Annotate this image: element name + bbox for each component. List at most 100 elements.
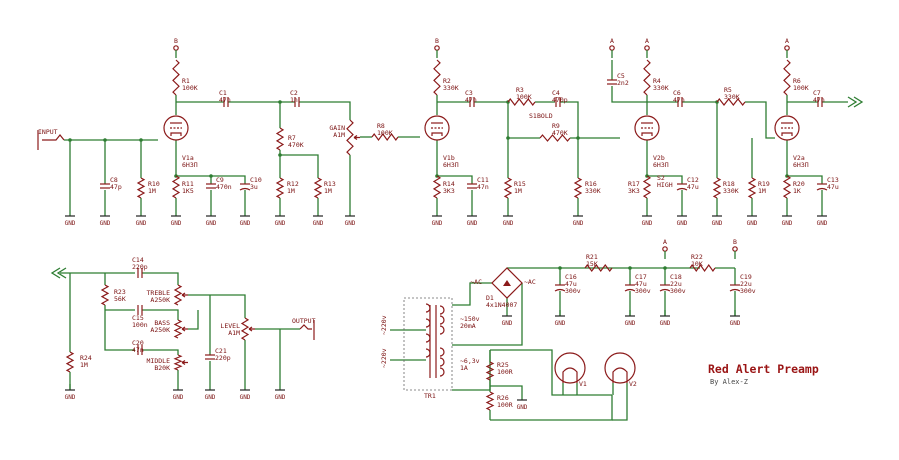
rail-label-a: A <box>663 238 667 246</box>
ground-label: GND <box>660 320 671 327</box>
label-c1-ref: C1 <box>219 89 227 97</box>
resistor-r6 <box>783 59 791 96</box>
ground-label: GND <box>171 220 182 227</box>
label-r3-val1: 100K <box>516 93 532 101</box>
label-r15-val1: 1M <box>514 187 522 195</box>
rail-label-b: B <box>435 37 439 45</box>
potentiometer-gain <box>346 119 354 156</box>
capacitor-c15 <box>137 305 143 315</box>
rail-label-a: A <box>645 37 649 45</box>
ground-label: GND <box>730 320 741 327</box>
label-c3-val1: 47n <box>465 96 477 104</box>
ground-symbol: GND <box>206 210 217 227</box>
hv-secondary-current: 20mA <box>460 322 476 330</box>
ground-symbol: GND <box>642 210 653 227</box>
grounds: GND GND GND B GND GND GND GND GND GND B GND GND GND GN… <box>65 37 828 411</box>
label-middle-ref: MIDDLE <box>147 357 171 365</box>
ground-symbol: GND <box>517 394 528 411</box>
label-r24-val1: 1M <box>80 361 88 369</box>
label-s1-val: BOLD <box>537 112 553 120</box>
ground-symbol: GND <box>573 210 584 227</box>
potentiometer-bass <box>173 319 183 339</box>
schematic-title: Red Alert Preamp <box>708 362 819 376</box>
rail-label-b: B <box>174 37 178 45</box>
label-c6-val1: 47n <box>673 96 685 104</box>
tube-v2a <box>774 115 800 141</box>
capacitor-c11 <box>467 183 477 189</box>
ground-symbol: GND <box>747 210 758 227</box>
primary-voltage-top: ~220v <box>380 315 388 335</box>
label-d1-ref: D1 <box>486 294 494 302</box>
ground-label: GND <box>173 394 184 401</box>
output-label: OUTPUT <box>292 317 316 325</box>
label-r22-ref: R22 <box>691 253 703 261</box>
resistor-r5 <box>716 98 746 106</box>
potentiometer-wiper <box>181 360 188 365</box>
label-r25-ref: R25 <box>497 361 509 369</box>
bridge-ac-left: ~AC <box>470 278 482 286</box>
tube-v2b <box>634 115 660 141</box>
label-c18-val2: 300v <box>670 287 686 295</box>
ground-symbol: GND <box>275 210 286 227</box>
ground-label: GND <box>782 220 793 227</box>
capacitor-c8 <box>100 183 110 189</box>
ground-label: GND <box>65 220 76 227</box>
label-r2-ref: R2 <box>443 77 451 85</box>
label-c10-ref: C10 <box>250 176 262 184</box>
ground-label: GND <box>677 220 688 227</box>
label-r1-val1: 100K <box>182 84 198 92</box>
ground-label: GND <box>345 220 356 227</box>
capacitor-c12 <box>676 183 688 191</box>
ground-label: GND <box>65 394 76 401</box>
label-c14-val1: 220p <box>132 263 148 271</box>
label-r2-val1: 330K <box>443 84 459 92</box>
label-r24-ref: R24 <box>80 354 92 362</box>
label-r5-ref: R5 <box>724 86 732 94</box>
resistor-r4 <box>643 59 651 96</box>
capacitor-c1 <box>223 97 229 107</box>
label-r3-ref: R3 <box>516 86 524 94</box>
resistor-r13 <box>313 177 323 199</box>
resistor-r11 <box>171 175 181 199</box>
ground-symbol: GND <box>345 210 356 227</box>
resistor-r8 <box>371 132 399 142</box>
potentiometer-middle <box>173 354 183 371</box>
ground-symbol: GND <box>712 210 723 227</box>
ground-label: GND <box>467 220 478 227</box>
capacitor-c4 <box>555 97 561 107</box>
capacitor-c14 <box>137 268 143 278</box>
wires <box>60 60 848 421</box>
label-c15-ref: C15 <box>132 314 144 322</box>
ground-symbol: GND <box>660 310 671 327</box>
tube-v1b <box>424 115 450 141</box>
supply-rail-b: B <box>434 37 440 58</box>
label-r1-ref: R1 <box>182 77 190 85</box>
label-r10-val1: 1M <box>148 187 156 195</box>
resistor-r16 <box>573 177 583 199</box>
label-r13-ref: R13 <box>324 180 336 188</box>
label-treble-ref: TREBLE <box>147 289 171 297</box>
resistor-r18 <box>712 177 722 199</box>
ground-label: GND <box>747 220 758 227</box>
label-r12-ref: R12 <box>287 180 299 188</box>
label-r12-val1: 1M <box>287 187 295 195</box>
ground-label: GND <box>240 394 251 401</box>
ground-symbol: GND <box>173 384 184 401</box>
ground-label: GND <box>817 220 828 227</box>
label-r11-ref: R11 <box>182 180 194 188</box>
label-v2b-ref: V2b <box>653 154 665 162</box>
label-c13-ref: C13 <box>827 176 839 184</box>
label-c4-val1: 470p <box>552 96 568 104</box>
resistor-r12 <box>275 177 285 199</box>
label-r8-val1: 100K <box>377 129 393 137</box>
label-r23-ref: R23 <box>114 288 126 296</box>
label-r15-ref: R15 <box>514 180 526 188</box>
capacitor-c10 <box>239 183 251 191</box>
capacitor-c16 <box>554 284 566 292</box>
label-r18-ref: R18 <box>723 180 735 188</box>
label-r9-ref: R9 <box>552 122 560 130</box>
ground-symbol: GND <box>817 210 828 227</box>
resistor-r21 <box>584 264 613 272</box>
supply-rail-a: A <box>662 238 668 259</box>
label-c19-val2: 300v <box>740 287 756 295</box>
